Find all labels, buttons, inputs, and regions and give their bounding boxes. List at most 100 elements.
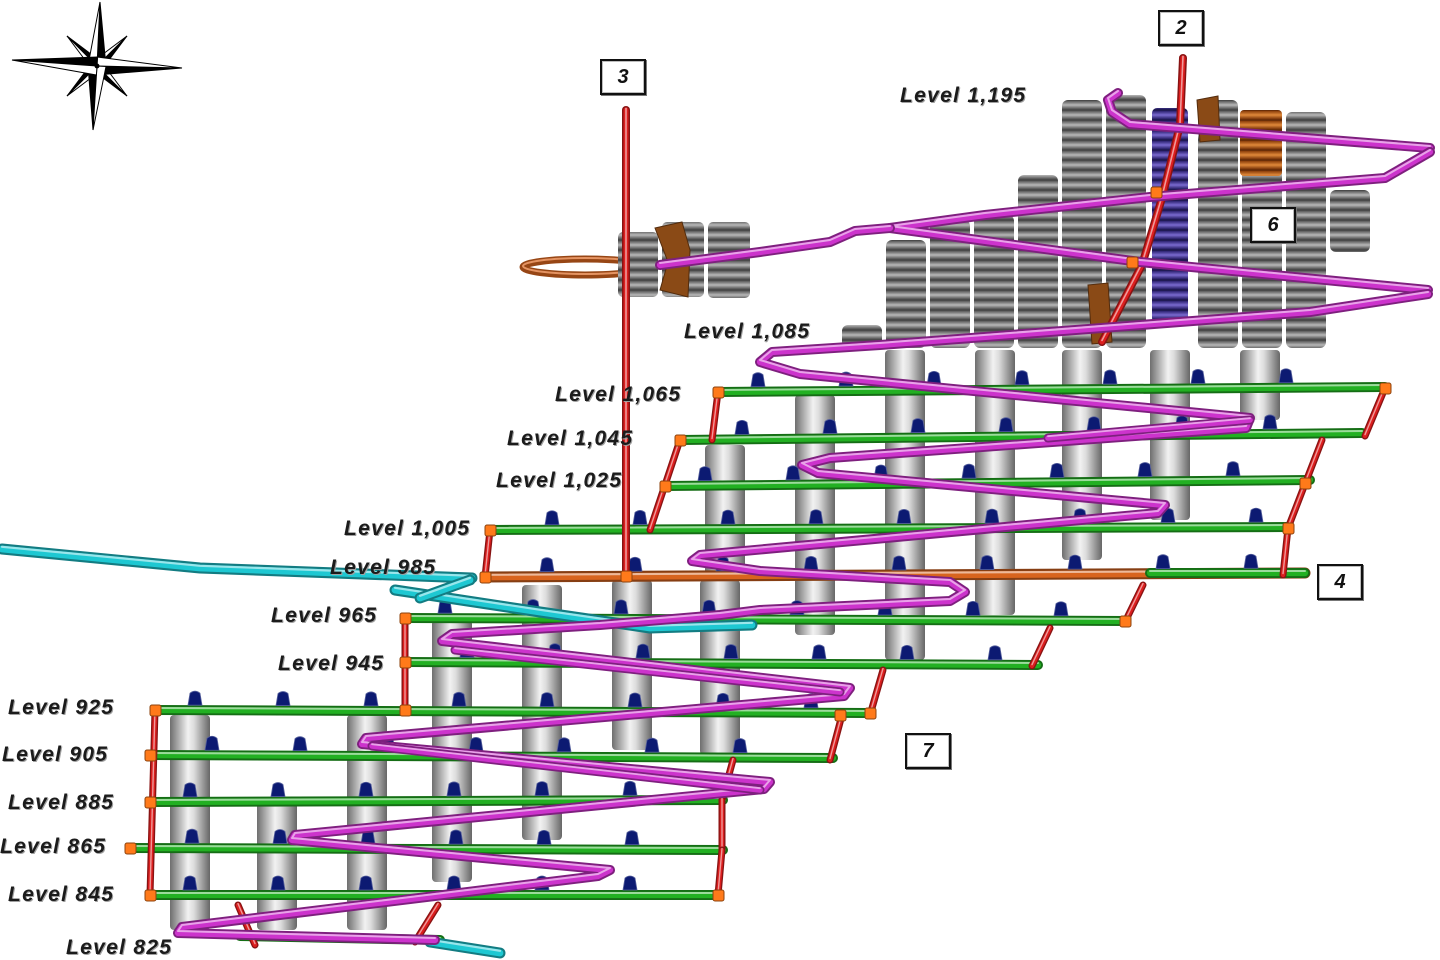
raise-connector [1361,384,1389,440]
level-drift-tube-shine [717,384,1386,391]
level-label-925: Level 925 [8,696,115,719]
junction-node [399,704,412,717]
junction-node [674,434,687,447]
drawpoint [534,781,550,797]
level-drift-tube-core [661,476,1314,490]
level-drift-tube [660,475,1315,491]
drawpoint [998,417,1014,433]
ramp-segment-core [886,148,1434,294]
level-label-845: Level 845 [8,883,115,906]
drawpoint [204,735,220,751]
compass-center [94,63,100,69]
drawpoint [984,508,1000,524]
drawpoint [822,419,838,434]
raise-connector-shine [711,389,719,440]
raise-connector-shine [1031,625,1051,666]
junction-node [712,386,725,399]
raise-connector-shine [1364,385,1386,436]
level-label-825: Level 825 [66,936,173,959]
ramp-segment [367,741,765,795]
drawpoint [1102,369,1118,385]
stope-block-cluster [842,95,1370,348]
drawpoint [803,556,819,571]
marker-box-6: 6 [1250,207,1296,243]
level-label-885: Level 885 [8,791,115,814]
stope-block [1198,100,1238,348]
drawpoint [544,510,560,526]
marker-box-3: 3 [600,59,646,95]
level-drift-tube [675,428,1367,445]
junction-node [144,889,157,902]
junction-node [479,571,492,584]
drawpoint [750,372,766,388]
drawpoint [446,875,462,891]
ramp-segment-shine [659,225,891,264]
drawpoint [1053,601,1069,617]
drawpoint [536,829,552,845]
ramp-segment-shine [371,743,761,790]
ramp-segment-shine [1047,417,1251,438]
drawpoint [182,782,198,798]
drawpoint [363,691,379,707]
drawpoint [358,781,374,797]
access-drift-core [426,938,504,957]
drawpoint [910,418,926,433]
ramp-segment [1103,88,1435,153]
drawpoint [184,828,200,844]
access-drift-shine [418,576,472,597]
drawpoint [292,736,308,752]
access-drift [0,543,478,584]
drawpoint [697,466,713,482]
ramp-segment-core [369,743,763,793]
level-drift-tube-core [151,706,872,717]
drawpoint [539,692,555,708]
level-drift-tube-core [401,614,1129,625]
drawpoint [622,780,638,796]
stope-block [1106,95,1146,348]
raise-connector-shine [414,902,439,942]
junction-node [620,570,633,583]
level-drift-tube-core [714,383,1389,396]
raise-connector-shine [869,667,884,715]
junction-node [399,612,412,625]
drawpoint [468,737,484,752]
drawpoint [1190,369,1206,384]
marker-box-2: 2 [1158,10,1204,46]
stope-cylinder [347,715,387,930]
drawpoint [734,419,750,435]
junction-node [1119,615,1132,628]
drawpoint [723,644,739,659]
drawpoint [1155,554,1171,570]
raise-connector [708,388,722,444]
drawpoint [1086,416,1102,432]
drawpoint [961,463,977,479]
junction-node [144,796,157,809]
access-drift-shine [0,545,474,577]
junction-node [484,524,497,537]
drawpoint [635,643,651,659]
decline-ramp [173,88,1435,945]
level-drift-tube-shine [664,477,1311,485]
drawpoint [732,738,748,753]
junction-node [1126,256,1139,269]
access-drift [389,584,758,634]
access-drift-core [416,576,474,602]
junction-node [834,709,847,722]
level-drift-tube-shine [154,707,869,712]
level-label-1085: Level 1,085 [684,320,811,343]
level-drift-tube [713,382,1390,397]
level-label-945: Level 945 [278,652,385,675]
stope-block [1330,190,1370,252]
access-drift-shine [393,586,754,627]
drawpoint [720,509,736,525]
level-drift-tube [150,705,873,718]
junction-node [149,704,162,717]
junction-node [712,889,725,902]
level-drift-tube [400,613,1130,626]
raise-connector [1301,436,1326,488]
drawpoint [1049,462,1065,478]
raise-connector-shine [1287,481,1306,528]
level-label-865: Level 865 [0,835,107,858]
level-drift-tube [485,522,1293,535]
